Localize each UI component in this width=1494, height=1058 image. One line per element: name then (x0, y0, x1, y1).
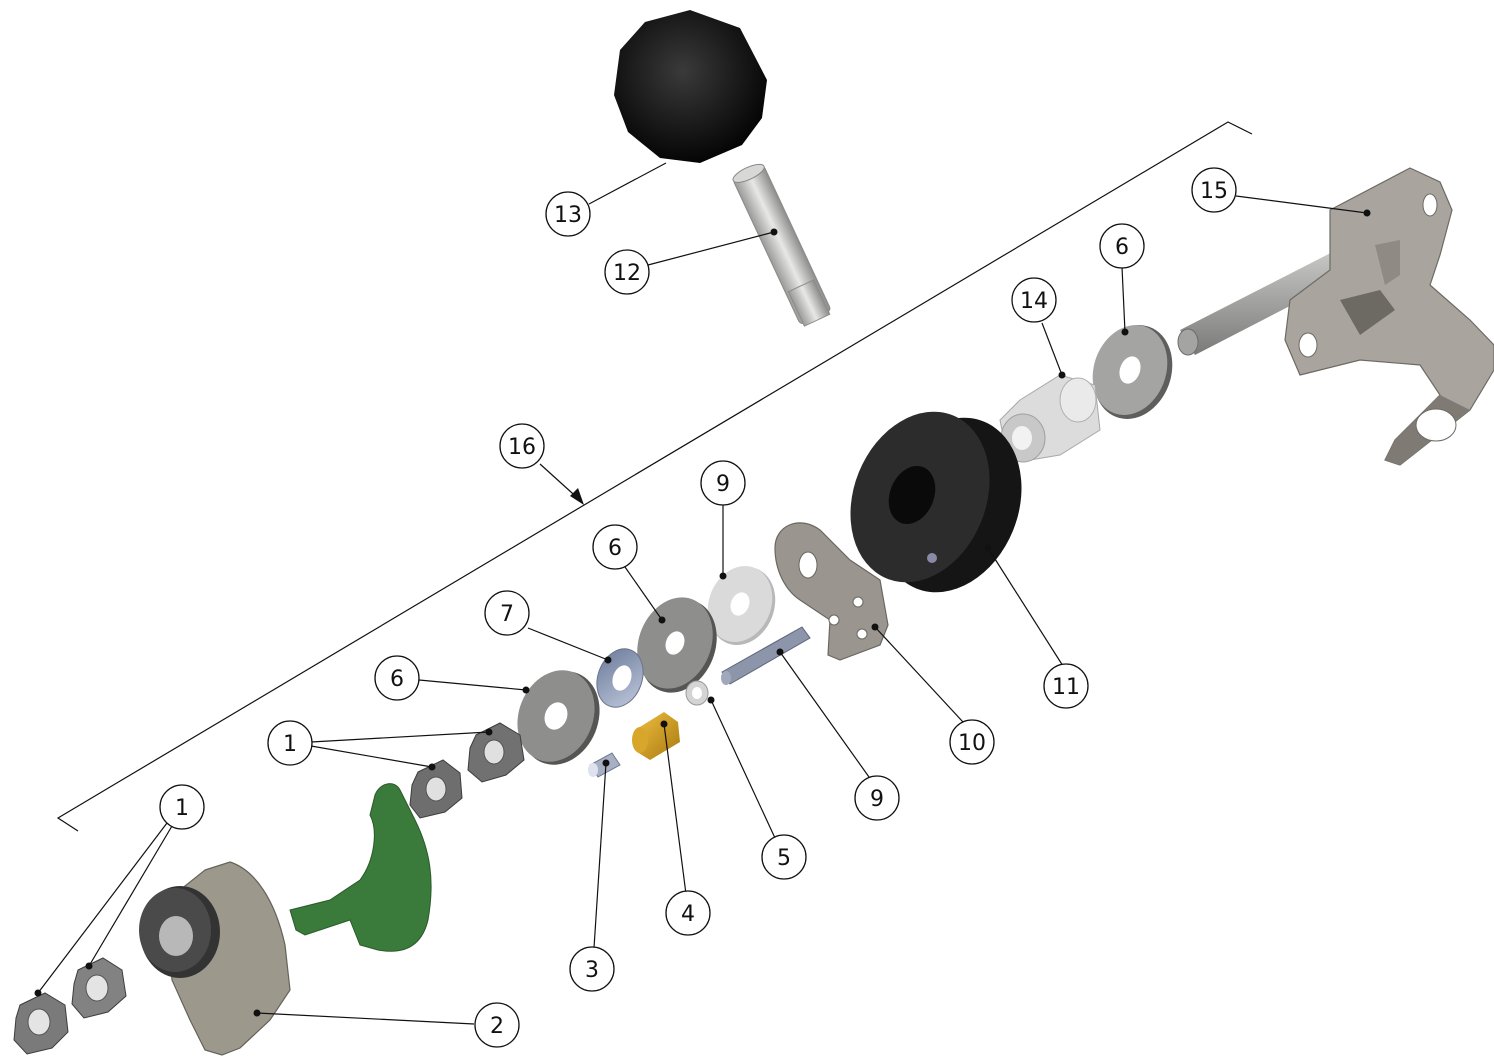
callout-9-upper-label: 9 (716, 472, 730, 497)
callout-1-lower-label: 1 (175, 796, 189, 821)
part-13-knob (614, 10, 767, 163)
callout-4: 4 (665, 890, 711, 936)
callout-10-label: 10 (958, 731, 986, 756)
part-6-washer-middle (637, 597, 717, 693)
callout-6-lower-label: 6 (390, 667, 404, 692)
callout-12: 12 (604, 249, 650, 295)
callout-10: 10 (949, 719, 995, 765)
callout-4-label: 4 (681, 902, 695, 927)
part-9-rod (721, 626, 811, 685)
part-1-nut-upper-left (409, 759, 463, 819)
callout-6-middle-label: 6 (608, 536, 622, 561)
callout-15: 15 (1191, 167, 1237, 213)
callout-1-middle-label: 1 (283, 732, 297, 757)
callout-2-label: 2 (490, 1014, 504, 1039)
callout-9-lower: 9 (854, 775, 900, 821)
callout-12-label: 12 (613, 261, 641, 286)
callout-9-lower-label: 9 (870, 787, 884, 812)
callout-15-label: 15 (1200, 179, 1228, 204)
assembly-bracket-line (56, 121, 1253, 832)
callout-14-label: 14 (1020, 289, 1048, 314)
part-12-pin (732, 163, 831, 327)
callout-7: 7 (484, 590, 530, 636)
part-2-cam-plate (139, 861, 291, 1056)
callout-11-label: 11 (1052, 675, 1080, 700)
part-9-washer (707, 566, 776, 645)
callout-6-lower: 6 (374, 655, 420, 701)
callout-5: 5 (761, 834, 807, 880)
callout-6-upper-label: 6 (1115, 235, 1129, 260)
callout-3-label: 3 (585, 958, 599, 983)
part-6-washer-lower (517, 670, 600, 765)
part-10-plate (774, 522, 889, 661)
part-1-nut-upper-right (467, 722, 525, 783)
part-1-nut-lower-right (71, 957, 127, 1019)
green-lever-part (289, 783, 432, 952)
part-5-small-washer (685, 680, 709, 706)
callout-14: 14 (1011, 277, 1057, 323)
callout-11: 11 (1043, 663, 1089, 709)
callout-2: 2 (474, 1002, 520, 1048)
callout-1-lower: 1 (159, 784, 205, 830)
part-14-bushing (999, 374, 1101, 463)
callout-7-label: 7 (500, 602, 514, 627)
callout-16: 16 (499, 423, 545, 469)
callout-6-middle: 6 (592, 524, 638, 570)
callout-9-upper: 9 (700, 460, 746, 506)
callout-6-upper: 6 (1099, 223, 1145, 269)
callout-1-middle: 1 (267, 720, 313, 766)
callout-3: 3 (569, 946, 615, 992)
leader-lines (34, 162, 1371, 1025)
part-6-washer-upper (1092, 325, 1173, 419)
callout-5-label: 5 (777, 846, 791, 871)
part-4-brass-sleeve (632, 712, 680, 760)
callout-13-label: 13 (554, 203, 582, 228)
part-1-nut-lower-left (13, 992, 69, 1055)
part-15-bracket-shaft (1177, 167, 1494, 466)
callout-16-label: 16 (508, 435, 536, 460)
callout-13: 13 (545, 191, 591, 237)
